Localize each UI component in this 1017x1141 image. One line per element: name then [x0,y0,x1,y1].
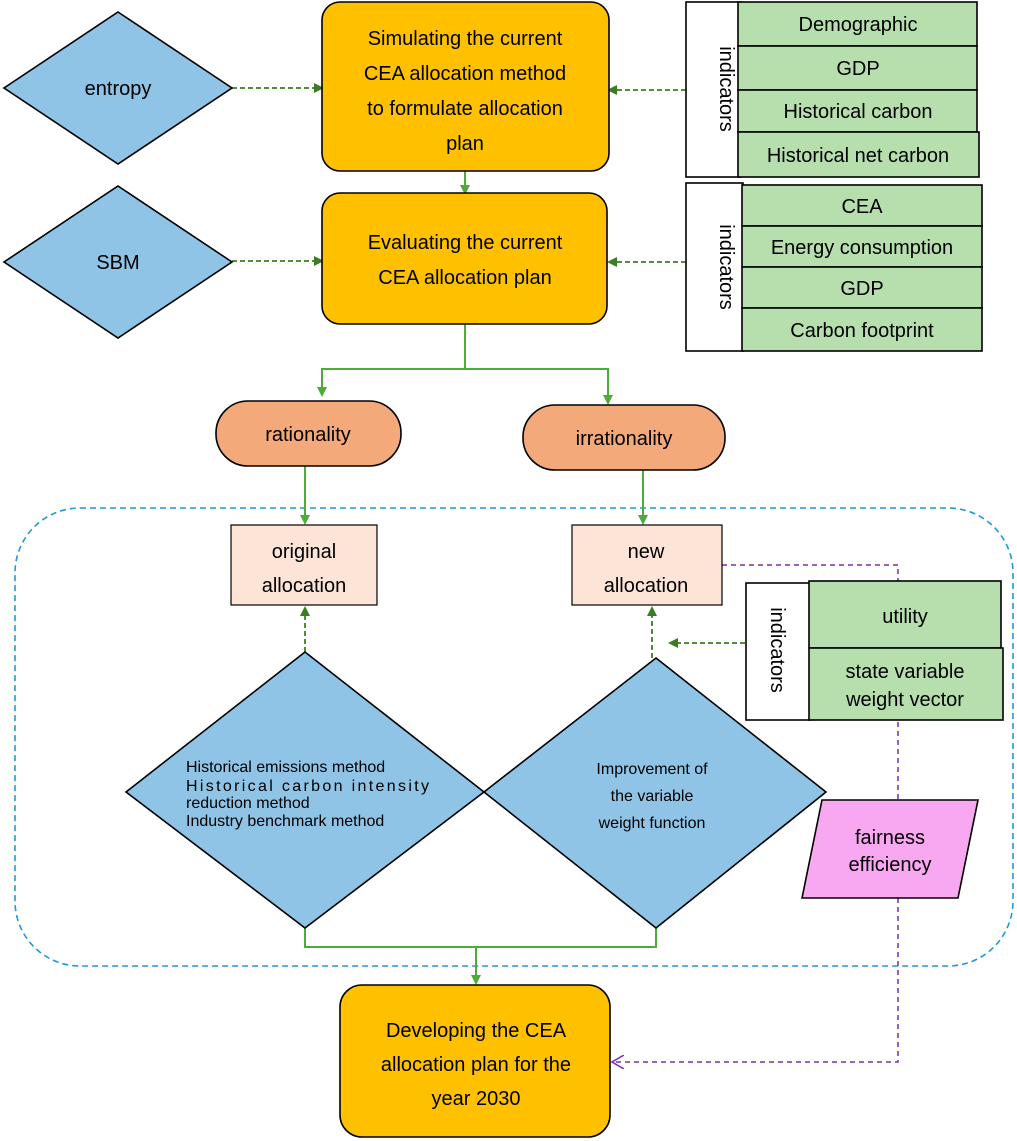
methods-line-4: Industry benchmark method [186,813,384,830]
fairness-line-2: efficiency [848,854,931,876]
original-allocation-box: original allocation [230,524,378,606]
indicators-bottom-group: indicators utility state variable weight… [745,580,1004,721]
fairness-line-1: fairness [855,827,925,849]
connector-fairness-to-develop [612,898,899,1062]
indicator-demographic: Demographic [799,14,918,36]
irrationality-pill: irrationality [522,404,726,471]
methods-line-1: Historical emissions method [186,759,385,776]
entropy-label: entropy [85,78,152,100]
indicator-gdp-mid: GDP [840,278,883,300]
indicator-state-variable: state variable [846,661,965,683]
connector-evaluate-split-right [465,368,613,405]
indicator-historical-net-carbon: Historical net carbon [767,145,949,167]
methods-diamond: Historical emissions method Historical c… [124,650,486,930]
rationality-label: rationality [265,424,351,446]
indicators-top-group: indicators Demographic GDP Historical ca… [685,1,980,178]
connector-diamonds-join [304,928,657,948]
indicator-cea: CEA [841,196,883,218]
indicator-historical-carbon: Historical carbon [784,101,933,123]
simulate-line-2: CEA allocation method [364,63,566,85]
develop-line-2: allocation plan for the [381,1054,571,1076]
rationality-pill: rationality [215,400,402,467]
develop-box: Developing the CEA allocation plan for t… [339,984,611,1138]
simulate-line-1: Simulating the current [368,28,563,50]
connector-new-to-fairness [722,564,899,800]
sbm-label: SBM [96,252,139,274]
indicator-gdp: GDP [836,58,879,80]
new-allocation-line-2: allocation [604,575,689,597]
simulate-line-4: plan [446,133,484,155]
simulate-line-3: to formulate allocation [367,98,563,120]
improvement-line-1: Improvement of [596,761,708,778]
develop-line-3: year 2030 [432,1088,521,1110]
new-allocation-box: new allocation [571,524,723,606]
methods-line-2: Historical carbon intensity [186,778,429,795]
irrationality-label: irrationality [576,428,673,450]
indicator-energy-consumption: Energy consumption [771,237,953,259]
allocation-region [14,507,1014,967]
original-allocation-line-2: allocation [262,575,347,597]
connector-evaluate-split [317,324,466,397]
new-allocation-line-1: new [628,541,665,563]
indicators-mid-group: indicators CEA Energy consumption GDP Ca… [685,182,983,352]
indicator-carbon-footprint: Carbon footprint [790,320,934,342]
develop-line-1: Developing the CEA [386,1020,567,1042]
indicator-weight-vector: weight vector [845,689,964,711]
methods-line-3: reduction method [186,795,310,812]
improvement-line-3: weight function [598,815,706,832]
indicator-utility: utility [882,606,928,628]
sbm-diamond: SBM [2,185,234,339]
indicators-top-label: indicators [715,46,737,132]
improvement-line-2: the variable [611,788,694,805]
simulate-box: Simulating the current CEA allocation me… [321,1,610,172]
indicators-mid-label: indicators [715,224,737,310]
evaluate-line-1: Evaluating the current [368,232,563,254]
evaluate-box: Evaluating the current CEA allocation pl… [321,192,608,325]
evaluate-line-2: CEA allocation plan [378,267,551,289]
indicators-bottom-label: indicators [766,607,788,693]
fairness-parallelogram: fairness efficiency [801,799,979,899]
entropy-diamond: entropy [2,11,234,165]
improvement-diamond: Improvement of the variable weight funct… [482,656,828,930]
original-allocation-line-1: original [272,541,336,563]
